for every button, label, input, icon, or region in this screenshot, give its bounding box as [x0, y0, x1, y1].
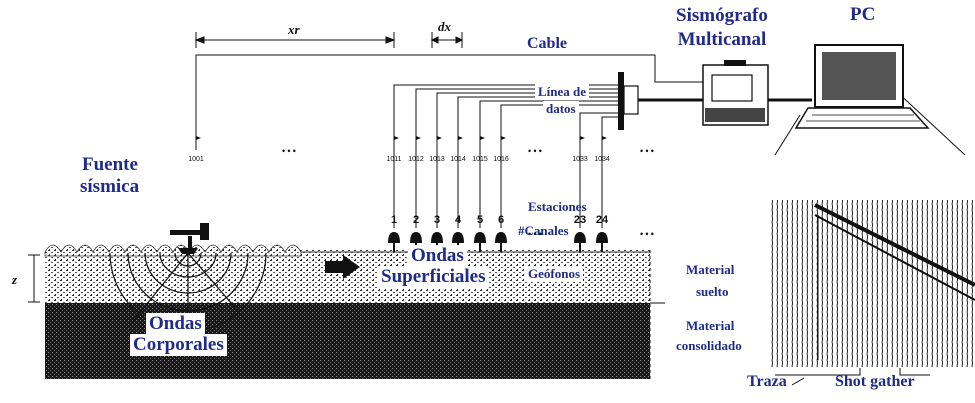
channel-number: 2: [413, 214, 419, 226]
consolidated-material-label-2: consolidado: [676, 338, 742, 354]
geophones-label: Geófonos: [525, 266, 583, 282]
pc-label: PC: [850, 4, 875, 26]
surface-waves-label-1: Ondas: [408, 245, 467, 267]
xr-symbol: xr: [288, 22, 300, 38]
channel-number: 3: [434, 214, 440, 226]
geophone: 4: [452, 150, 464, 252]
dx-symbol: dx: [438, 19, 451, 35]
trace-label: Traza: [747, 373, 787, 391]
geophone: 24: [596, 150, 609, 252]
dots-1: • • •: [282, 146, 296, 156]
loose-material-label-2: suelto: [696, 284, 729, 300]
channel-number: 1: [391, 214, 397, 226]
channel-number: 24: [596, 214, 609, 226]
depth-indicator: [28, 255, 40, 302]
stations-label: Estaciones: [528, 199, 587, 215]
cable-label: Cable: [527, 35, 567, 53]
channel-number: 4: [455, 214, 462, 226]
shot-gather-label: Shot gather: [835, 373, 915, 391]
geophone: 3: [431, 150, 443, 252]
body-waves-label-2: Corporales: [130, 334, 227, 356]
seismograph-device: [703, 60, 768, 125]
source-label-2: sísmica: [80, 176, 139, 198]
channel-number: 5: [477, 214, 483, 226]
channels-label: #Canales: [518, 223, 569, 239]
loose-material-label-1: Material: [686, 262, 734, 278]
geophone: 6: [495, 150, 507, 252]
geophone: 1: [388, 150, 400, 252]
body-waves-label-1: Ondas: [146, 313, 205, 335]
dots-2: • • •: [528, 146, 542, 156]
channel-number: 23: [574, 214, 586, 226]
data-line-label-1: Línea de: [535, 84, 589, 100]
geophone: 2: [410, 150, 422, 252]
surface-waves-label-2: Superficiales: [378, 266, 489, 288]
dots-3: • • •: [640, 146, 654, 156]
source-label-1: Fuente: [82, 154, 138, 176]
station-id: 1001: [188, 156, 204, 163]
station-flag: 1001: [188, 136, 204, 163]
z-symbol: z: [12, 272, 17, 288]
channel-number: 6: [498, 214, 504, 226]
shot-gather-panel: [770, 155, 975, 385]
consolidated-material-label-1: Material: [686, 318, 734, 334]
laptop-pc: [796, 45, 928, 128]
dots-5: • • •: [640, 229, 654, 239]
data-line-label-2: datos: [543, 101, 579, 117]
cable-connector: [618, 72, 638, 130]
geophone: 5: [474, 150, 486, 252]
seismograph-label: Sismógrafo Multicanal: [676, 4, 768, 52]
dots-4: • • •: [528, 229, 542, 239]
